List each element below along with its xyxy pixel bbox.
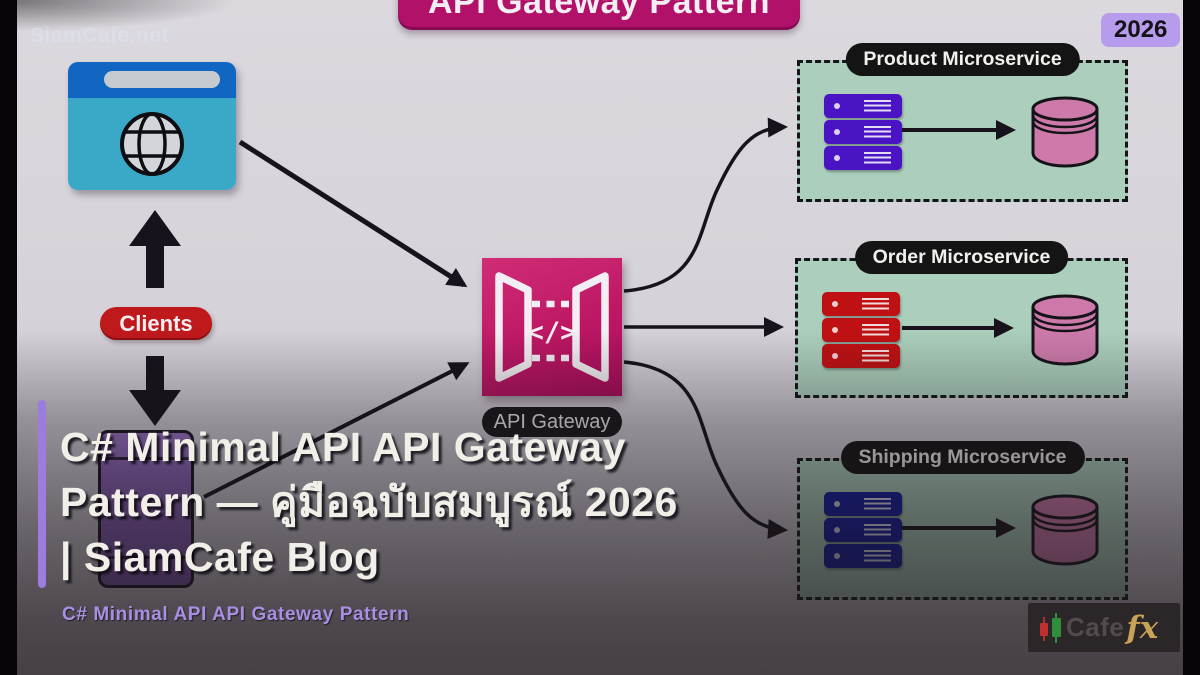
right-edge-bar — [1183, 0, 1200, 675]
page-title-line1: C# Minimal API API Gateway — [60, 424, 626, 470]
arrow-clients-down — [129, 356, 181, 426]
title-accent-bar — [38, 400, 46, 588]
logo-cafe-text: Cafe — [1066, 612, 1125, 642]
year-badge: 2026 — [1101, 13, 1181, 47]
page-title-line3: | SiamCafe Blog — [60, 534, 380, 580]
logo-fx-text: fx — [1126, 609, 1159, 646]
arrow-clients-up — [129, 210, 181, 288]
cafefx-logo: Cafe fx — [1028, 603, 1180, 652]
page-title-line2: Pattern — คู่มือฉบับสมบูรณ์ 2026 — [60, 479, 678, 525]
left-edge-bar — [0, 0, 17, 675]
candlestick-icon — [1040, 612, 1061, 643]
arrow-gateway-to-product — [623, 117, 788, 293]
page-subtitle: C# Minimal API API Gateway Pattern — [62, 604, 410, 625]
watermark: SiamCafe.net — [30, 24, 170, 47]
page-title: C# Minimal API API Gateway Pattern — คู่… — [60, 420, 880, 585]
diagram-title: API Gateway Pattern — [427, 0, 771, 21]
diagram-title-pill: API Gateway Pattern — [398, 0, 800, 30]
arrow-browser-to-gateway — [238, 139, 468, 288]
